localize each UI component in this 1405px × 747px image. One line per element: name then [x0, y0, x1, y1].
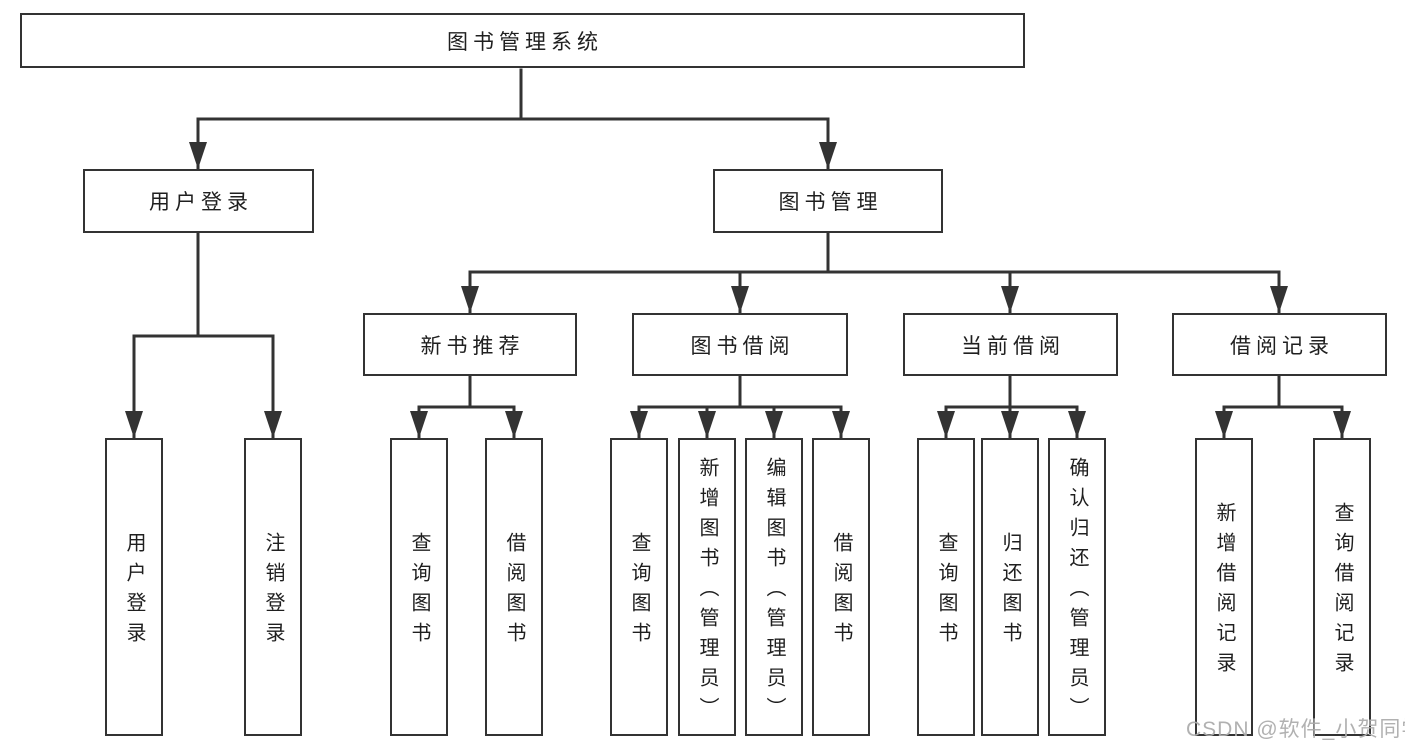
leaf-confirm-return-admin: 确认归还（管理员） — [1048, 438, 1106, 736]
node-book-borrowing: 图书借阅 — [632, 313, 848, 376]
connector-arrows — [125, 119, 1351, 438]
leaf-borrow-books-1-label: 借阅图书 — [503, 532, 525, 652]
leaf-edit-books-admin: 编辑图书（管理员） — [745, 438, 803, 736]
node-new-book-recommend: 新书推荐 — [363, 313, 577, 376]
leaf-edit-books-admin-label: 编辑图书（管理员） — [763, 457, 785, 727]
node-book-management: 图书管理 — [713, 169, 943, 233]
leaf-logout-label: 注销登录 — [262, 532, 284, 652]
leaf-add-books-admin: 新增图书（管理员） — [678, 438, 736, 736]
leaf-query-borrow-record-label: 查询借阅记录 — [1331, 502, 1353, 682]
node-borrowing-records-label: 借阅记录 — [1230, 334, 1334, 358]
node-book-management-label: 图书管理 — [778, 191, 883, 214]
node-root-system: 图书管理系统 — [20, 13, 1025, 68]
node-current-borrowing: 当前借阅 — [903, 313, 1118, 376]
leaf-borrow-books-2: 借阅图书 — [812, 438, 870, 736]
leaf-logout: 注销登录 — [244, 438, 302, 736]
node-current-borrowing-label: 当前借阅 — [961, 334, 1065, 358]
leaf-query-books-3-label: 查询图书 — [935, 532, 957, 652]
leaf-user-login-label: 用户登录 — [123, 532, 145, 652]
leaf-user-login: 用户登录 — [105, 438, 163, 736]
leaf-add-borrow-record: 新增借阅记录 — [1195, 438, 1253, 736]
leaf-return-books-label: 归还图书 — [999, 532, 1021, 652]
node-user-login-label: 用户登录 — [149, 191, 253, 214]
node-user-login: 用户登录 — [83, 169, 314, 233]
node-new-book-recommend-label: 新书推荐 — [420, 334, 525, 358]
leaf-query-books-1: 查询图书 — [390, 438, 448, 736]
leaf-query-borrow-record: 查询借阅记录 — [1313, 438, 1371, 736]
leaf-return-books: 归还图书 — [981, 438, 1039, 736]
node-borrowing-records: 借阅记录 — [1172, 313, 1387, 376]
leaf-confirm-return-admin-label: 确认归还（管理员） — [1066, 457, 1088, 727]
leaf-borrow-books-1: 借阅图书 — [485, 438, 543, 736]
leaf-query-books-2: 查询图书 — [610, 438, 668, 736]
watermark: CSDN @软件_小贺同学 — [1186, 718, 1405, 741]
leaf-add-books-admin-label: 新增图书（管理员） — [696, 457, 718, 727]
node-book-borrowing-label: 图书借阅 — [690, 334, 795, 358]
leaf-query-books-3: 查询图书 — [917, 438, 975, 736]
leaf-borrow-books-2-label: 借阅图书 — [830, 532, 852, 652]
connector-skeleton — [132, 68, 1344, 409]
node-root-label: 图书管理系统 — [447, 30, 603, 54]
leaf-add-borrow-record-label: 新增借阅记录 — [1213, 502, 1235, 682]
leaf-query-books-1-label: 查询图书 — [408, 532, 430, 652]
leaf-query-books-2-label: 查询图书 — [628, 532, 650, 652]
